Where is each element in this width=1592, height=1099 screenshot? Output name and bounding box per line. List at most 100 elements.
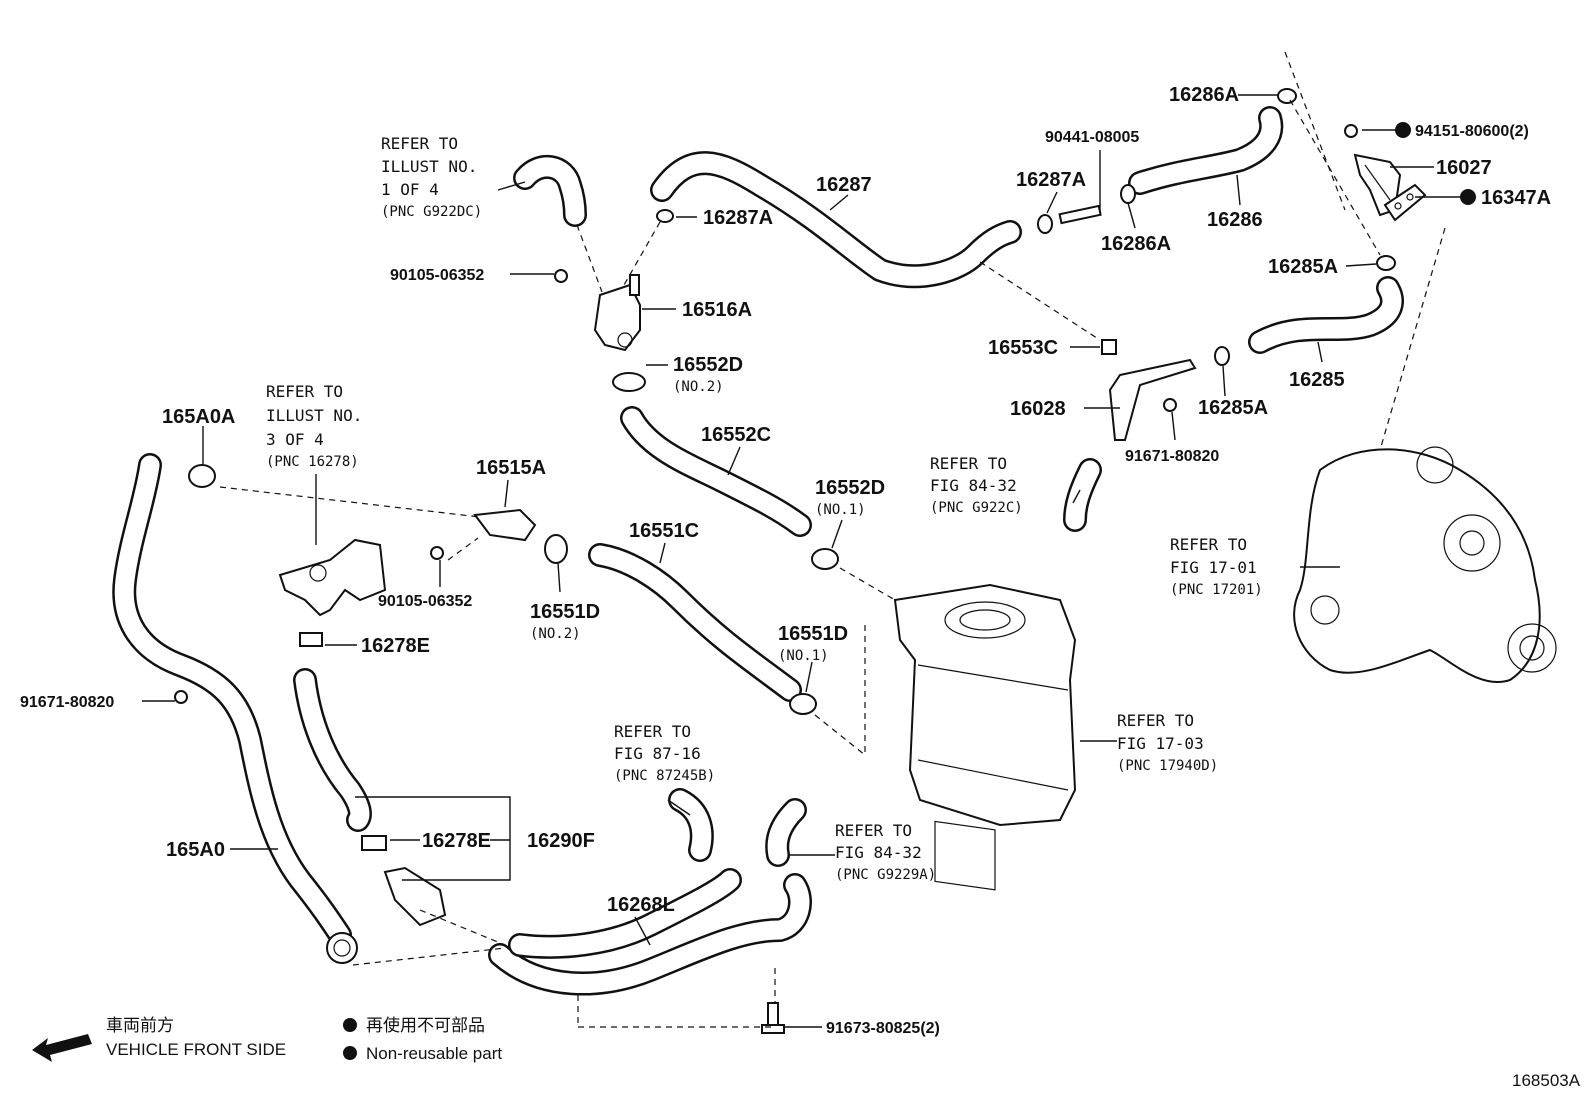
clamp-16551d-no2[interactable] — [544, 534, 568, 564]
label-91671-left: 91671-80820 — [20, 694, 114, 711]
housing-ref-16278 — [278, 538, 387, 617]
label-16290f: 16290F — [527, 830, 595, 852]
label-16028: 16028 — [1010, 398, 1066, 420]
legend-nonreusable-jp: 再使用不可部品 — [366, 1015, 485, 1035]
clamp-16287a-left[interactable] — [656, 209, 674, 223]
clip-16278e-bottom[interactable] — [361, 835, 387, 851]
hose-16551c[interactable] — [588, 543, 802, 702]
label-94151: 94151-80600(2) — [1415, 123, 1529, 140]
nonreusable-mark-icon — [1460, 189, 1476, 205]
gasket-16347a[interactable] — [1383, 183, 1427, 222]
svg-text:REFER TO: REFER TO — [1170, 535, 1247, 554]
clamp-16287a-right[interactable] — [1037, 214, 1053, 234]
nonreusable-dot-icon — [343, 1018, 357, 1032]
bolt-90441[interactable] — [1058, 204, 1102, 225]
label-16551d-no2: 16551D — [530, 601, 600, 623]
legend-nonreusable-en: Non-reusable part — [366, 1044, 502, 1063]
label-16551d-no1: 16551D — [778, 623, 848, 645]
label-16027: 16027 — [1436, 157, 1492, 179]
label-16515a: 16515A — [476, 457, 546, 479]
label-16285a-bottom: 16285A — [1198, 397, 1268, 419]
clip-16278e-top[interactable] — [299, 632, 323, 647]
svg-text:REFER TO: REFER TO — [835, 821, 912, 840]
label-16278e-top: 16278E — [361, 635, 430, 657]
label-16285a-top: 16285A — [1268, 256, 1338, 278]
nonreusable-mark-icon — [1395, 122, 1411, 138]
label-16552d-no2-sub: (NO.2) — [673, 379, 724, 395]
note-ref-17201: REFER TO FIG 17-01 (PNC 17201) — [1170, 535, 1263, 598]
bolt-91673[interactable] — [761, 1002, 785, 1034]
svg-text:ILLUST NO.: ILLUST NO. — [381, 157, 477, 176]
svg-text:(PNC G9229A): (PNC G9229A) — [835, 867, 936, 883]
hose-165a0[interactable] — [112, 453, 352, 947]
bolt-94151[interactable] — [1344, 124, 1358, 138]
note-ref-17940d: REFER TO FIG 17-03 (PNC 17940D) — [1117, 711, 1218, 774]
note-ref-g9229a: REFER TO FIG 84-32 (PNC G9229A) — [835, 821, 936, 883]
bolt-90105-top[interactable] — [554, 269, 568, 283]
svg-text:FIG 17-03: FIG 17-03 — [1117, 734, 1204, 753]
hose-16286[interactable] — [1128, 106, 1284, 195]
bolt-91671-right[interactable] — [1163, 398, 1177, 412]
svg-text:1 OF 4: 1 OF 4 — [381, 180, 439, 199]
hose-ref-87245b — [668, 788, 714, 862]
label-16286a-mid: 16286A — [1101, 233, 1171, 255]
label-165a0a: 165A0A — [162, 406, 235, 428]
clamp-165a0a[interactable] — [188, 464, 216, 488]
clamp-16286a-top[interactable] — [1277, 88, 1297, 104]
svg-text:(PNC 17940D): (PNC 17940D) — [1117, 758, 1218, 774]
label-16286: 16286 — [1207, 209, 1263, 231]
label-16287a-left: 16287A — [703, 207, 773, 229]
label-16553c: 16553C — [988, 337, 1058, 359]
connector-16290f-lower[interactable] — [383, 866, 447, 927]
svg-text:ILLUST NO.: ILLUST NO. — [266, 406, 362, 425]
svg-text:(PNC 16278): (PNC 16278) — [266, 454, 359, 470]
fitting-16516a[interactable] — [593, 274, 641, 352]
svg-text:REFER TO: REFER TO — [266, 382, 343, 401]
dashed-guides — [219, 51, 1446, 1028]
label-16286a-top: 16286A — [1169, 84, 1239, 106]
label-91671-right: 91671-80820 — [1125, 448, 1219, 465]
label-90105-mid: 90105-06352 — [378, 593, 472, 610]
clamp-16285a-top[interactable] — [1376, 255, 1396, 271]
svg-text:REFER TO: REFER TO — [1117, 711, 1194, 730]
sensor-16515a[interactable] — [473, 508, 537, 542]
label-90105-top: 90105-06352 — [390, 267, 484, 284]
hose-16287[interactable] — [650, 151, 1022, 289]
svg-text:FIG 17-01: FIG 17-01 — [1170, 558, 1257, 577]
clamp-16551d-no1[interactable] — [789, 693, 817, 715]
clip-16553c[interactable] — [1101, 339, 1117, 355]
clamp-16285a-bottom[interactable] — [1214, 346, 1230, 366]
intercooler-ref-17940d — [893, 583, 1077, 891]
pipe-16028[interactable] — [1108, 358, 1197, 441]
label-16268l: 16268L — [607, 894, 675, 916]
hose-ref-g9229a — [765, 798, 807, 867]
label-16552d-no2: 16552D — [673, 354, 743, 376]
hose-16552c[interactable] — [620, 406, 812, 537]
bolt-91671-left[interactable] — [174, 690, 188, 704]
diagram-id-code: 168503A — [1512, 1071, 1581, 1090]
legend: 車両前方 VEHICLE FRONT SIDE 再使用不可部品 Non-reus… — [32, 1015, 502, 1063]
note-ref-g922c: REFER TO FIG 84-32 (PNC G922C) — [930, 454, 1023, 516]
pipe-16268l[interactable] — [488, 868, 812, 996]
label-16278e-bottom: 16278E — [422, 830, 491, 852]
hose-ref-g922dc — [513, 154, 587, 227]
bolt-90105-mid[interactable] — [430, 546, 444, 560]
nonreusable-dot-icon — [343, 1046, 357, 1060]
label-16287a-right: 16287A — [1016, 169, 1086, 191]
hose-16290f[interactable] — [293, 668, 372, 832]
clamp-16552d-no2[interactable] — [612, 372, 646, 392]
svg-text:FIG 87-16: FIG 87-16 — [614, 744, 701, 763]
bracket-16027[interactable] — [1353, 153, 1402, 217]
label-16516a: 16516A — [682, 299, 752, 321]
clamp-16286a-mid[interactable] — [1120, 184, 1136, 204]
turbocharger-ref-17201 — [1293, 446, 1557, 683]
clamp-165a0-end[interactable] — [326, 932, 358, 964]
svg-text:(PNC G922C): (PNC G922C) — [930, 500, 1023, 516]
hose-16285[interactable] — [1248, 276, 1404, 354]
clamp-16552d-no1[interactable] — [811, 548, 839, 570]
label-16552c: 16552C — [701, 424, 771, 446]
svg-text:3 OF 4: 3 OF 4 — [266, 430, 324, 449]
note-ref-g922dc: REFER TO ILLUST NO. 1 OF 4 (PNC G922DC) — [381, 134, 482, 220]
label-90441: 90441-08005 — [1045, 129, 1139, 146]
